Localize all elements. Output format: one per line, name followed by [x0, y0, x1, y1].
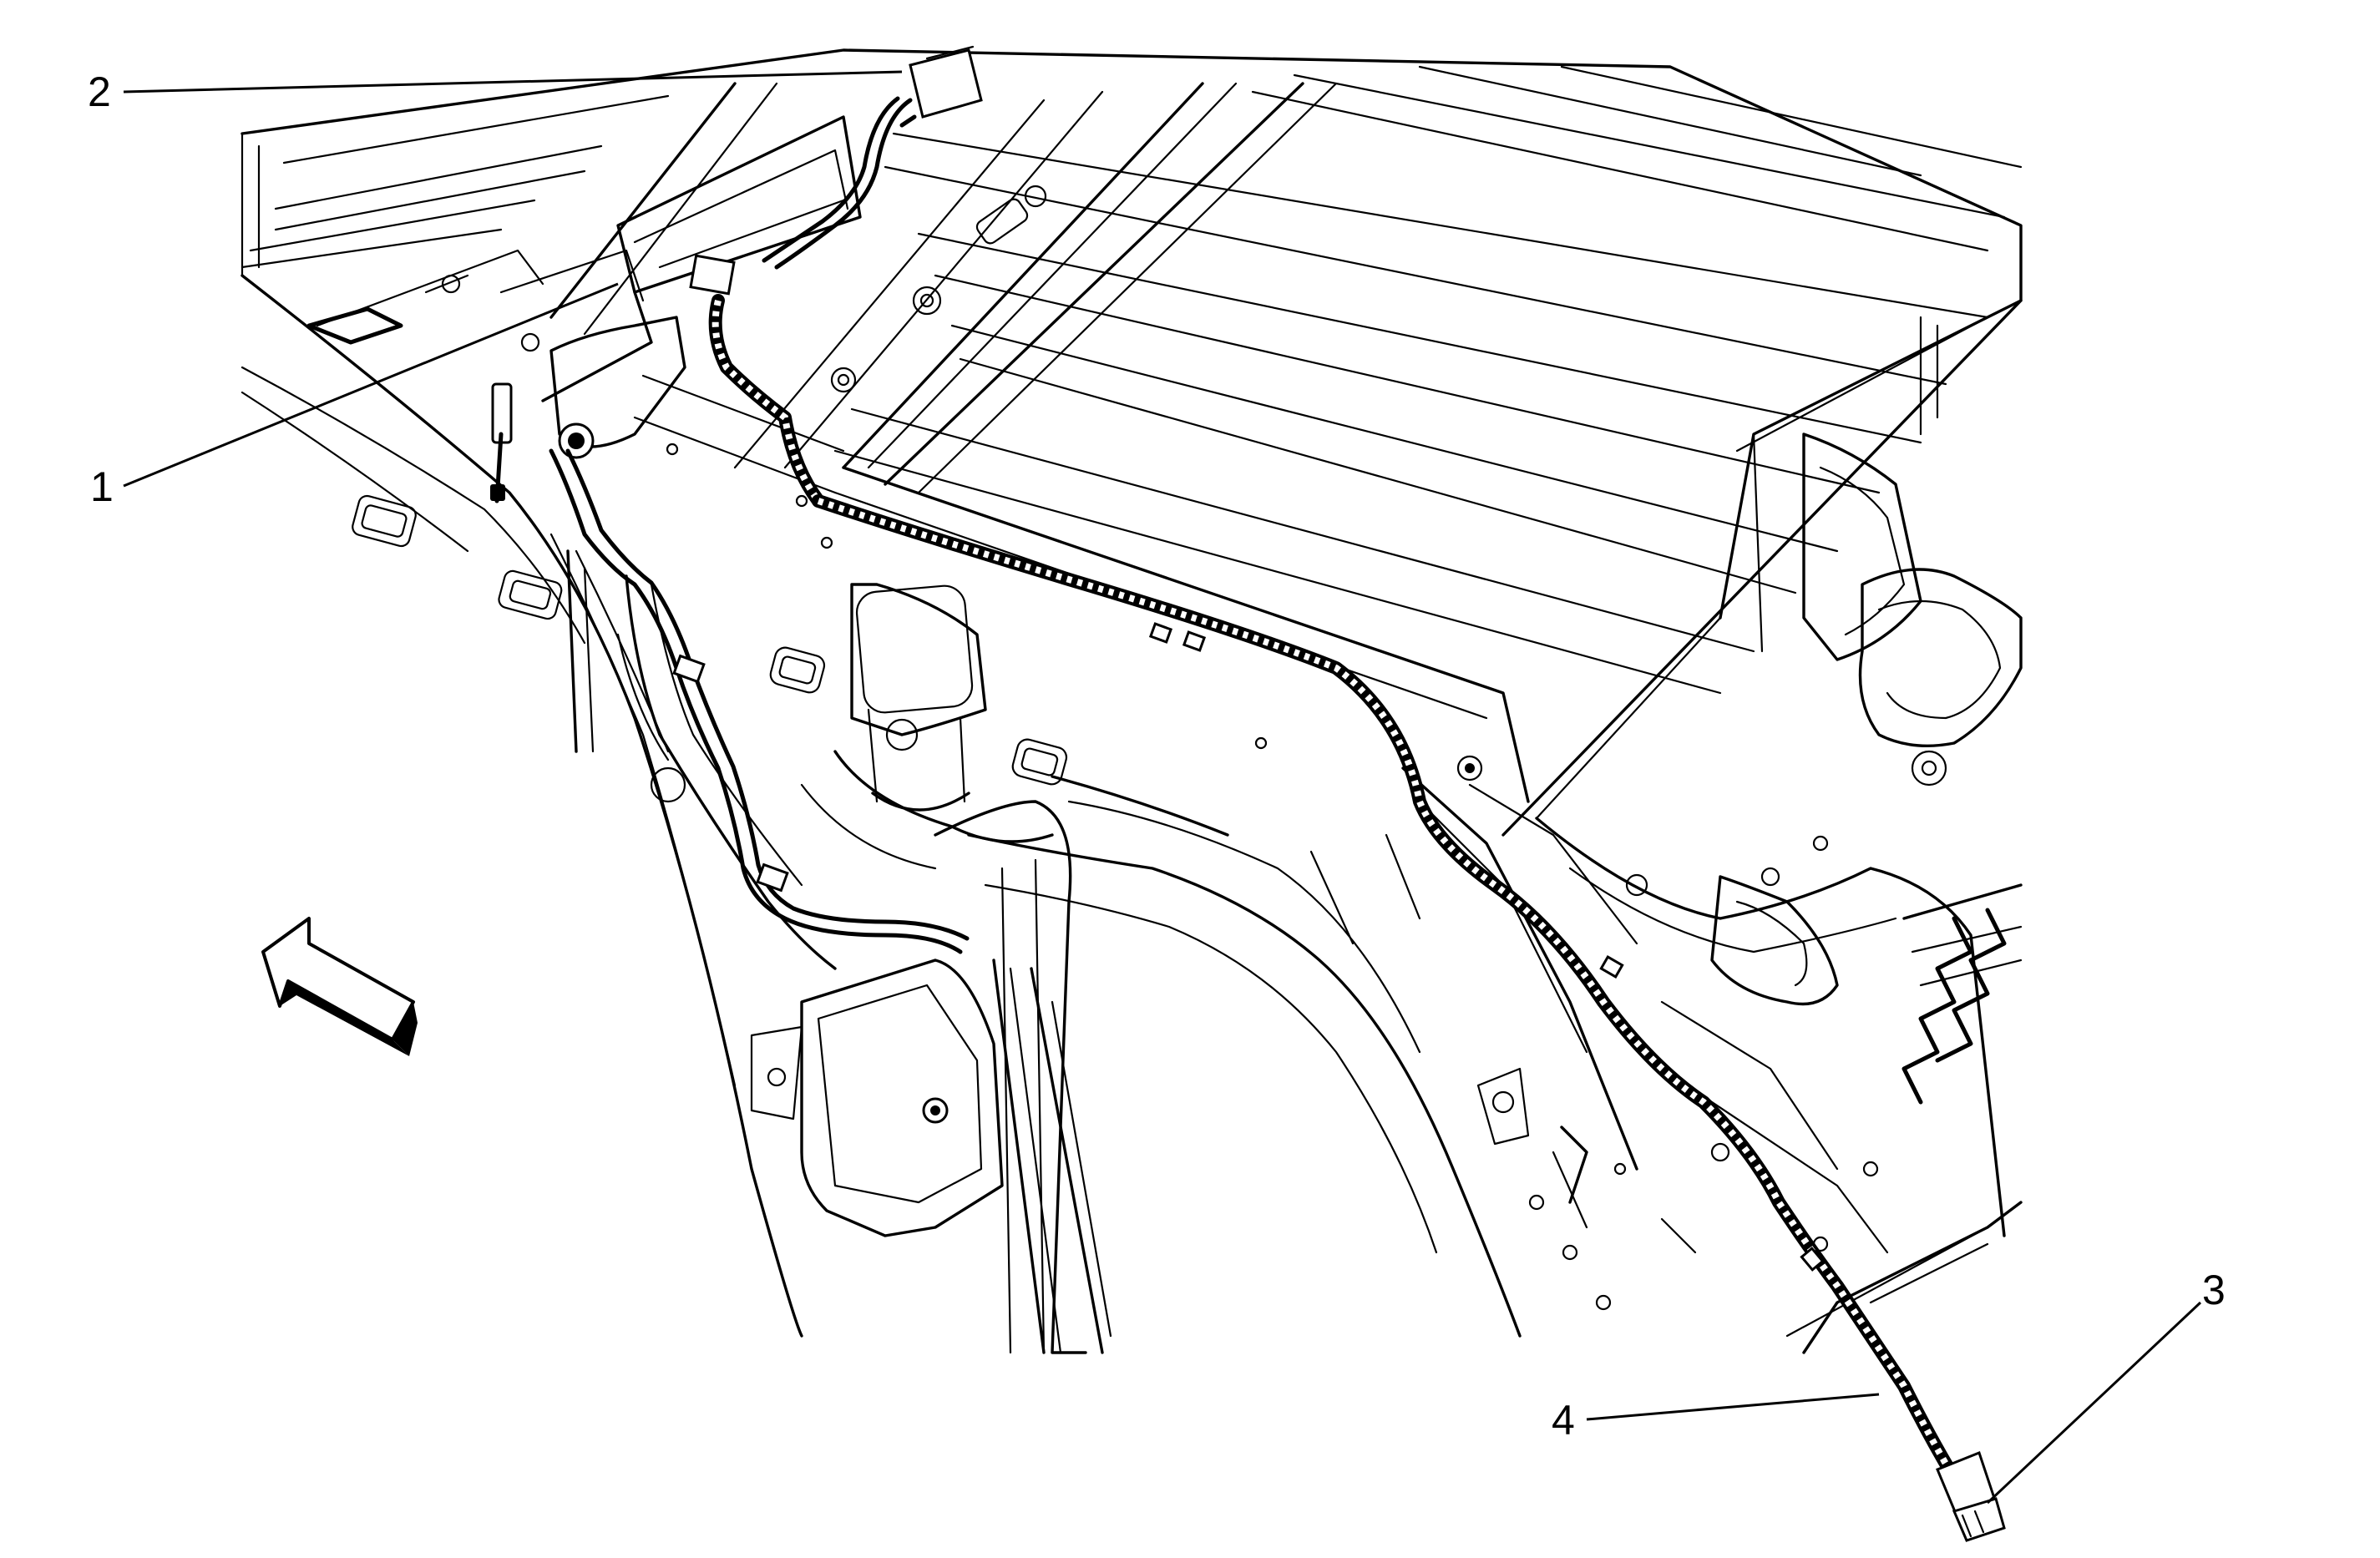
callout-labels: 2 1 3 4	[88, 68, 2226, 1444]
body-side-structure	[241, 274, 1112, 1354]
roof-panel	[241, 48, 2023, 837]
front-direction-arrow-icon	[261, 917, 418, 1056]
callout-label-1: 1	[90, 463, 114, 510]
callout-leaders	[123, 70, 2202, 1505]
connector-2	[899, 45, 983, 128]
connector-3	[1936, 1451, 2006, 1542]
antenna-harness	[549, 96, 1961, 1485]
roof-rear-arch	[633, 316, 2023, 1354]
receiver-module-bracket	[306, 115, 862, 503]
callout-label-3: 3	[2202, 1267, 2226, 1313]
callout-label-4: 4	[1552, 1397, 1575, 1444]
callout-label-2: 2	[88, 68, 111, 115]
